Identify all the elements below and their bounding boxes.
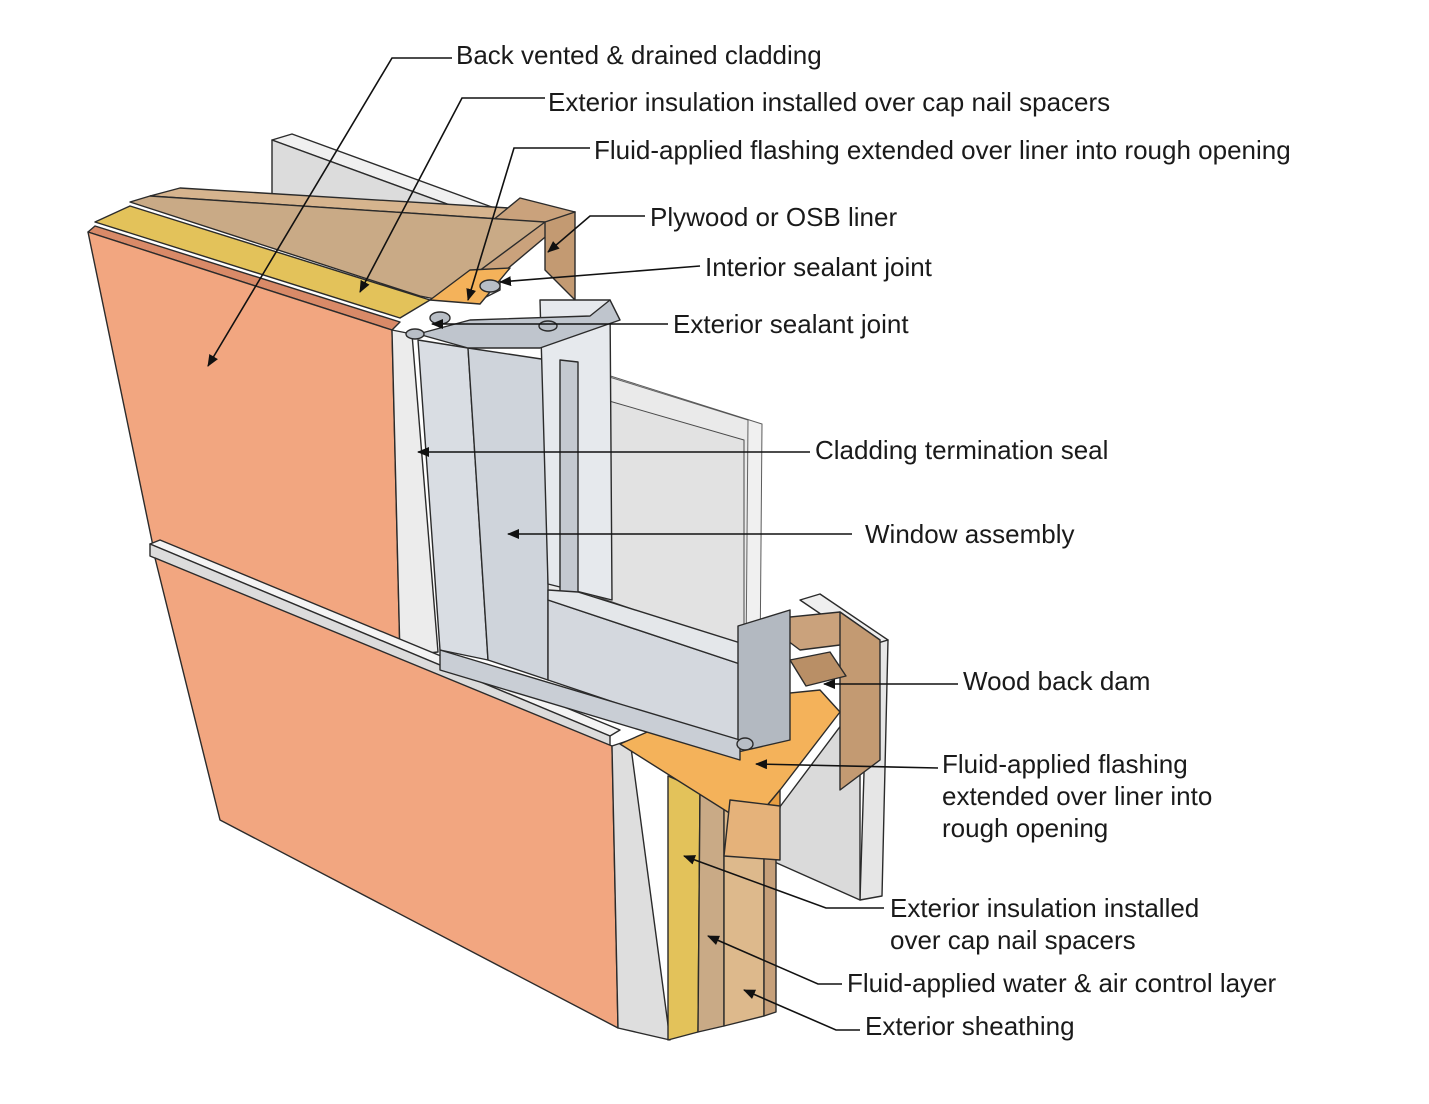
head-wall-layers [87,187,576,331]
leader-fluid-flashing-top [466,147,590,301]
leader-lines [207,57,958,1031]
lower-termination-seal [611,739,671,1041]
leader-exterior-sheathing [743,989,860,1031]
leader-back-vented-cladding [207,57,452,367]
leader-water-air-control-layer [707,935,842,985]
window-jamb-inner [559,359,579,597]
cladding-termination-seal-strip [391,329,439,657]
window-sill-lip [439,649,741,761]
leader-interior-sealant [499,265,701,287]
sill-liner-side [839,611,881,791]
label-fluid-flashing-top: Fluid-applied flashing extended over lin… [594,135,1291,165]
exterior-sealant-bead-2 [538,320,558,332]
head-flashing-strip [429,267,511,305]
head-wrb-top [129,195,546,301]
interior-sealant-bead-1 [479,279,501,293]
lower-wrb [697,789,725,1033]
lower-insulation [667,775,701,1041]
interior-sealant-bead-2 [429,311,451,325]
window-sill-profile [737,609,791,753]
wood-back-dam-block [789,651,847,687]
exterior-sealant-bead-1 [405,328,425,340]
head-liner-face [544,211,576,301]
sill-sealant-bead [736,737,754,751]
label-plywood-liner: Plywood or OSB liner [650,202,897,232]
label-interior-sealant: Interior sealant joint [705,252,933,282]
label-water-air-control-layer: Fluid-applied water & air control layer [847,968,1277,998]
label-back-vented-cladding: Back vented & drained cladding [456,40,822,70]
label-cladding-termination-seal: Cladding termination seal [815,435,1108,465]
label-fluid-flashing-bottom: Fluid-applied flashing extended over lin… [942,749,1220,843]
window-assembly-group [405,279,791,761]
leader-exterior-insulation-bottom [683,855,884,909]
label-exterior-insulation-bottom: Exterior insulation installed over cap n… [890,893,1207,955]
label-exterior-sheathing: Exterior sheathing [865,1011,1075,1041]
leader-plywood-liner [547,215,645,253]
label-window-assembly: Window assembly [865,519,1075,549]
label-exterior-sealant: Exterior sealant joint [673,309,909,339]
label-wood-back-dam: Wood back dam [963,666,1150,696]
label-exterior-insulation-top: Exterior insulation installed over cap n… [548,87,1110,117]
sill-sheathing-front [723,799,781,861]
leader-exterior-insulation-top [359,97,545,293]
callout-labels: Back vented & drained cladding Exterior … [456,40,1291,1041]
leader-fluid-flashing-bottom [755,759,939,770]
